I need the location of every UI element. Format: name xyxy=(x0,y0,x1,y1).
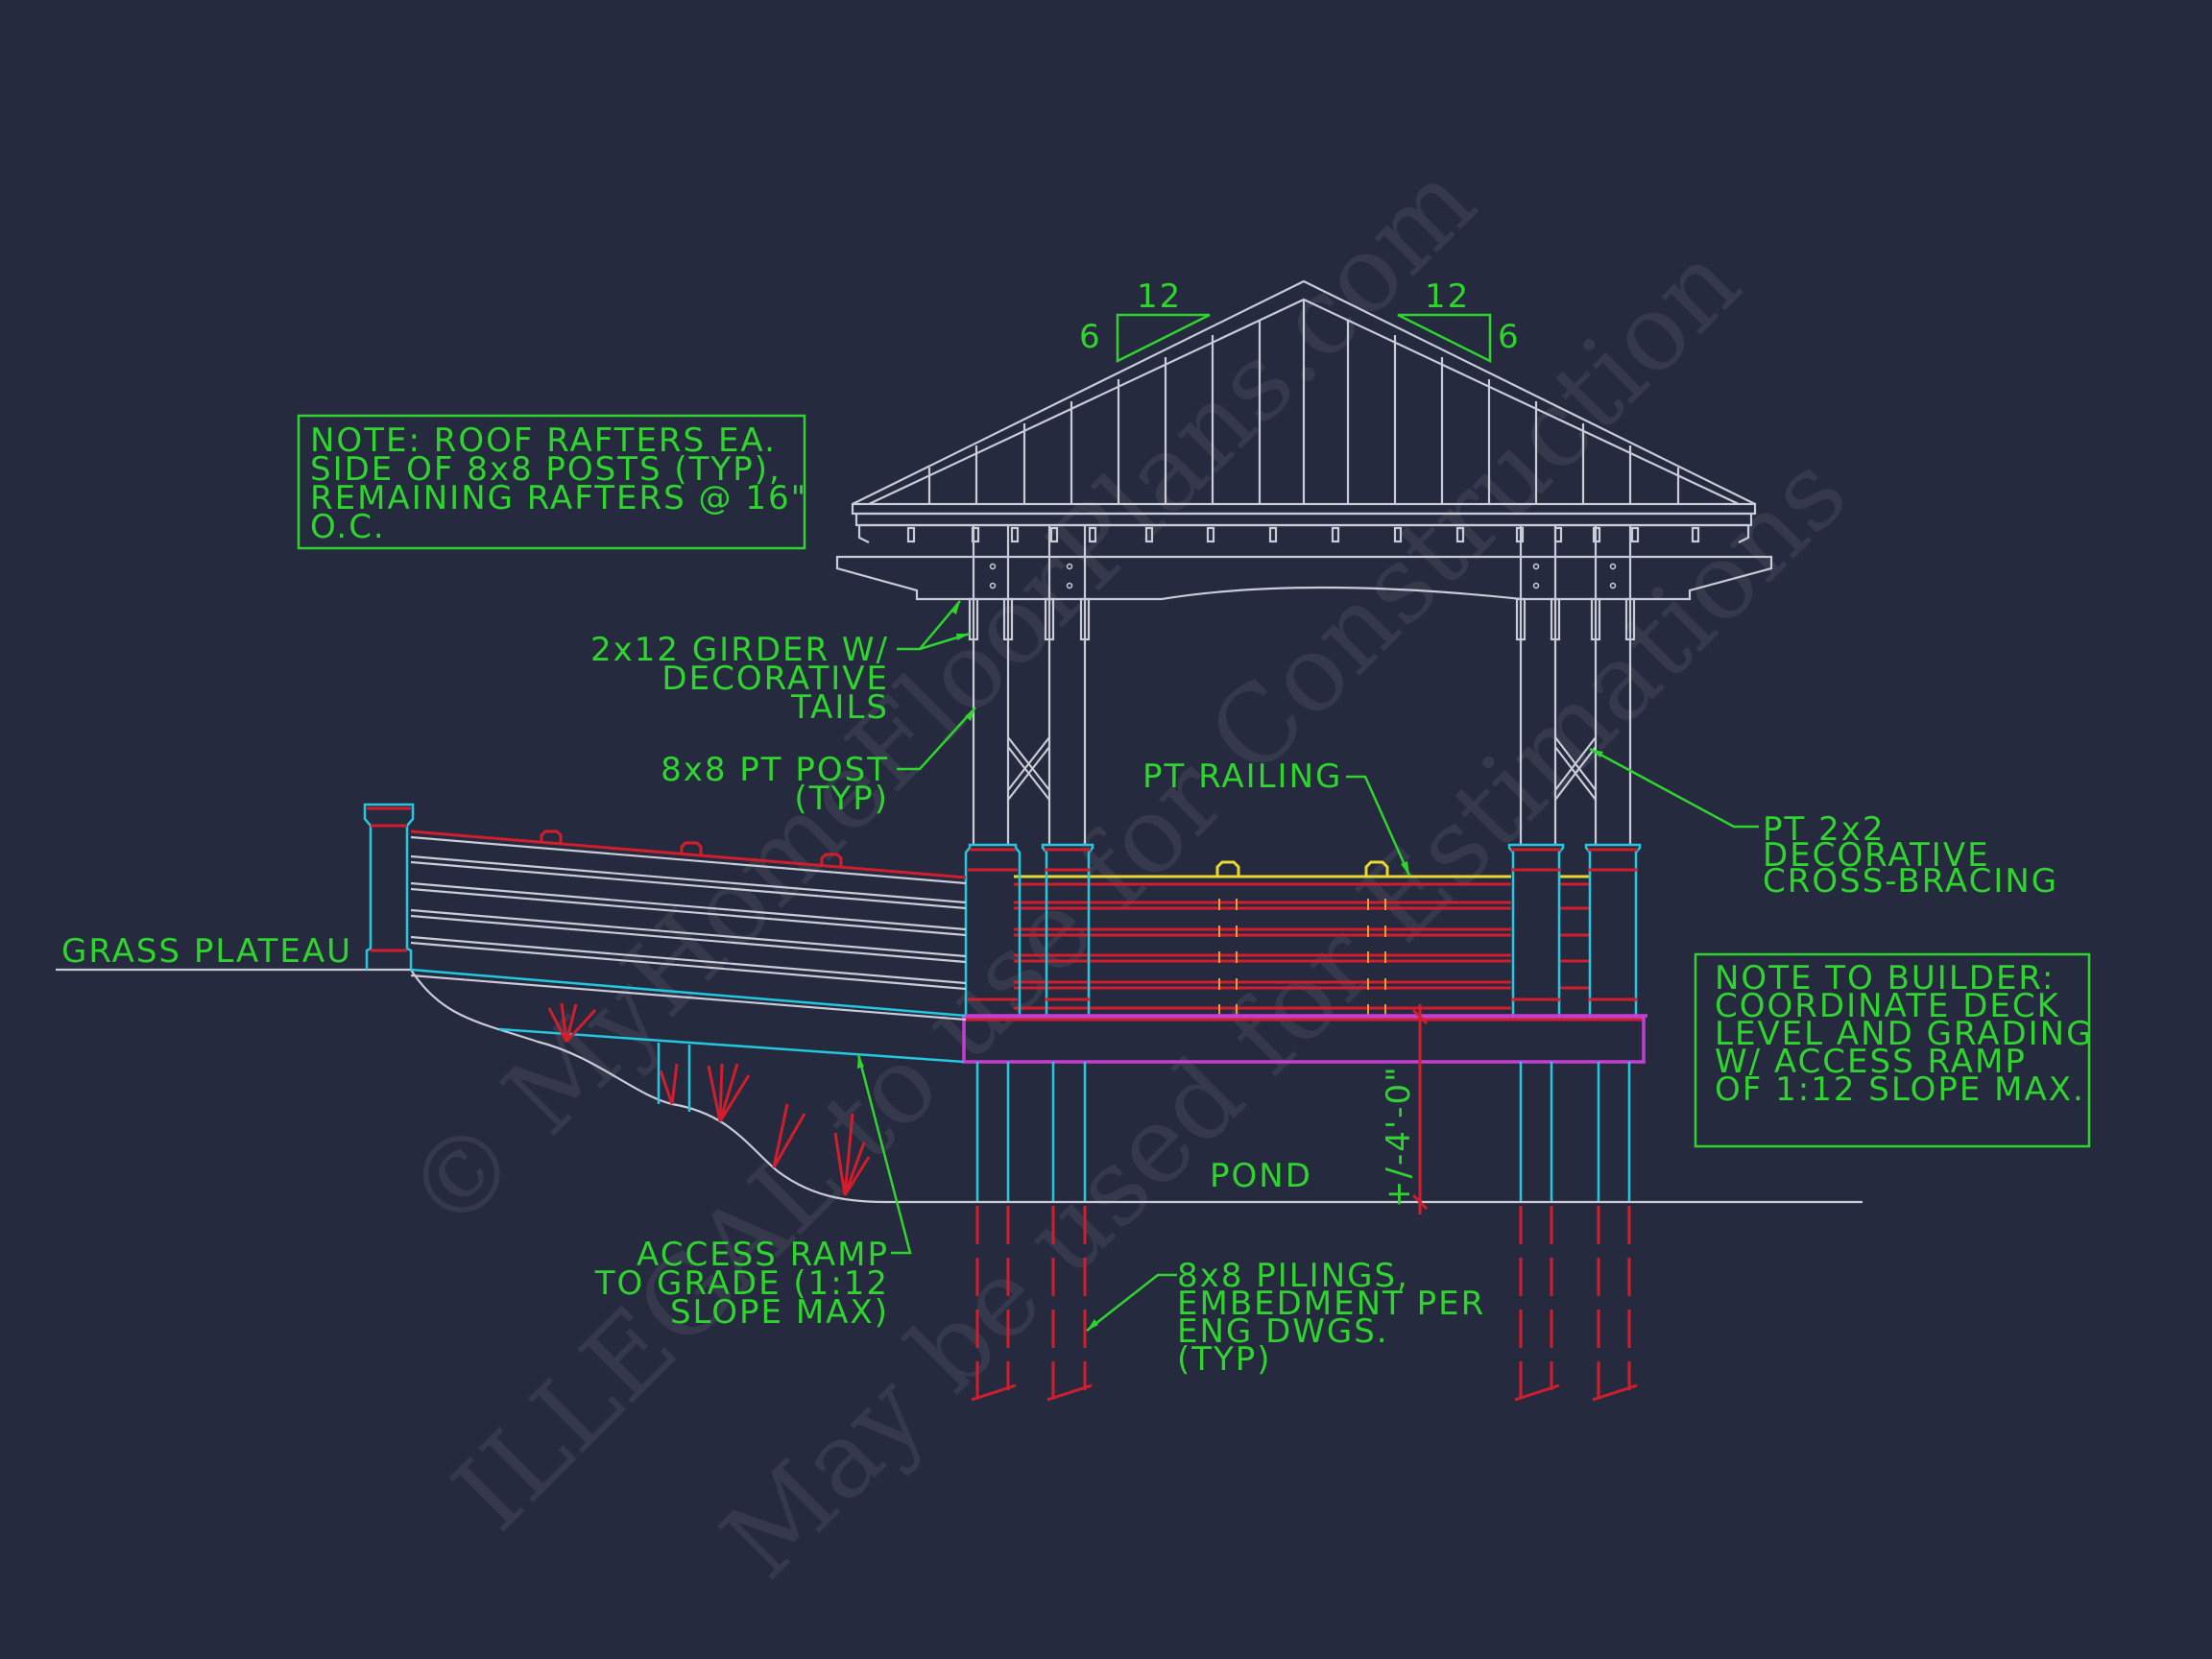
callout-line: (TYP) xyxy=(1177,1340,1272,1379)
note-line: LEVEL AND GRADING xyxy=(1715,1015,2093,1053)
watermark: © MyHomeFloorPlans.com ILLEGAL to use fo… xyxy=(382,139,1870,1601)
callout-line: 2x12 GIRDER W/ xyxy=(590,631,889,669)
lower-posts xyxy=(975,1062,1631,1202)
pilings-callout: 8x8 PILINGS, EMBEDMENT PER ENG DWGS. (TY… xyxy=(1086,1257,1485,1379)
callout-line: ENG DWGS. xyxy=(1177,1312,1389,1351)
deck xyxy=(962,1014,1647,1064)
roof xyxy=(851,279,1757,543)
gazebo-railing xyxy=(1014,860,1590,1016)
pitch-rise: 6 xyxy=(1498,318,1521,356)
girder-callout: 2x12 GIRDER W/ DECORATIVE TAILS xyxy=(590,600,971,727)
callout-line: DECORATIVE xyxy=(661,660,889,698)
note-line: W/ ACCESS RAMP xyxy=(1715,1043,2027,1081)
ramp-callout: ACCESS RAMP TO GRADE (1:12 SLOPE MAX) xyxy=(594,1053,912,1332)
pitch-rise: 6 xyxy=(1079,318,1102,356)
callout-line: TAILS xyxy=(790,688,889,727)
callout-line: EMBEDMENT PER xyxy=(1177,1285,1485,1323)
callout-line: PT 2x2 xyxy=(1763,810,1885,849)
note-line: OF 1:12 SLOPE MAX. xyxy=(1715,1070,2085,1109)
grass-plateau-label: GRASS PLATEAU xyxy=(61,932,352,971)
callout-line: TO GRADE (1:12 xyxy=(594,1264,889,1303)
note-line: SIDE OF 8x8 POSTS (TYP), xyxy=(310,450,781,489)
pond-label: POND xyxy=(1210,1157,1312,1195)
roof-rafters-note: NOTE: ROOF RAFTERS EA. SIDE OF 8x8 POSTS… xyxy=(297,414,807,550)
callout-line: CROSS-BRACING xyxy=(1763,862,2058,901)
callout-line: 8x8 PILINGS, xyxy=(1177,1257,1409,1295)
height-dimension: +/-4'-0" xyxy=(1380,1004,1429,1214)
bracing-callout: PT 2x2 DECORATIVE CROSS-BRACING xyxy=(1589,747,2058,901)
pitch-run: 12 xyxy=(1137,277,1182,316)
note-line: COORDINATE DECK xyxy=(1715,987,2060,1025)
note-line: NOTE TO BUILDER: xyxy=(1715,959,2055,998)
callout-line: 8x8 PT POST xyxy=(661,751,889,789)
note-line: REMAINING RAFTERS @ 16" xyxy=(310,479,807,517)
newel-posts xyxy=(964,843,1642,1016)
callout-line: PT RAILING xyxy=(1142,757,1342,796)
pitch-run: 12 xyxy=(1425,277,1470,316)
callout-line: DECORATIVE xyxy=(1763,836,1990,875)
railing-callout: PT RAILING xyxy=(1142,757,1411,877)
post-callout: 8x8 PT POST (TYP) xyxy=(661,707,976,818)
callout-line: ACCESS RAMP xyxy=(637,1236,889,1274)
pilings xyxy=(975,1206,1631,1397)
callout-line: SLOPE MAX) xyxy=(670,1293,889,1332)
builder-note: NOTE TO BUILDER: COORDINATE DECK LEVEL A… xyxy=(1694,952,2093,1148)
note-line: O.C. xyxy=(310,508,386,546)
roof-pitch-right: 12 6 xyxy=(1397,277,1521,364)
note-line: NOTE: ROOF RAFTERS EA. xyxy=(310,421,777,460)
roof-pitch-left: 12 6 xyxy=(1079,277,1211,364)
piling-cuts xyxy=(971,1383,1638,1402)
dimension-label: +/-4'-0" xyxy=(1380,1065,1418,1208)
upper-posts xyxy=(968,525,1636,845)
callout-line: (TYP) xyxy=(794,780,889,818)
access-ramp xyxy=(363,803,967,1196)
